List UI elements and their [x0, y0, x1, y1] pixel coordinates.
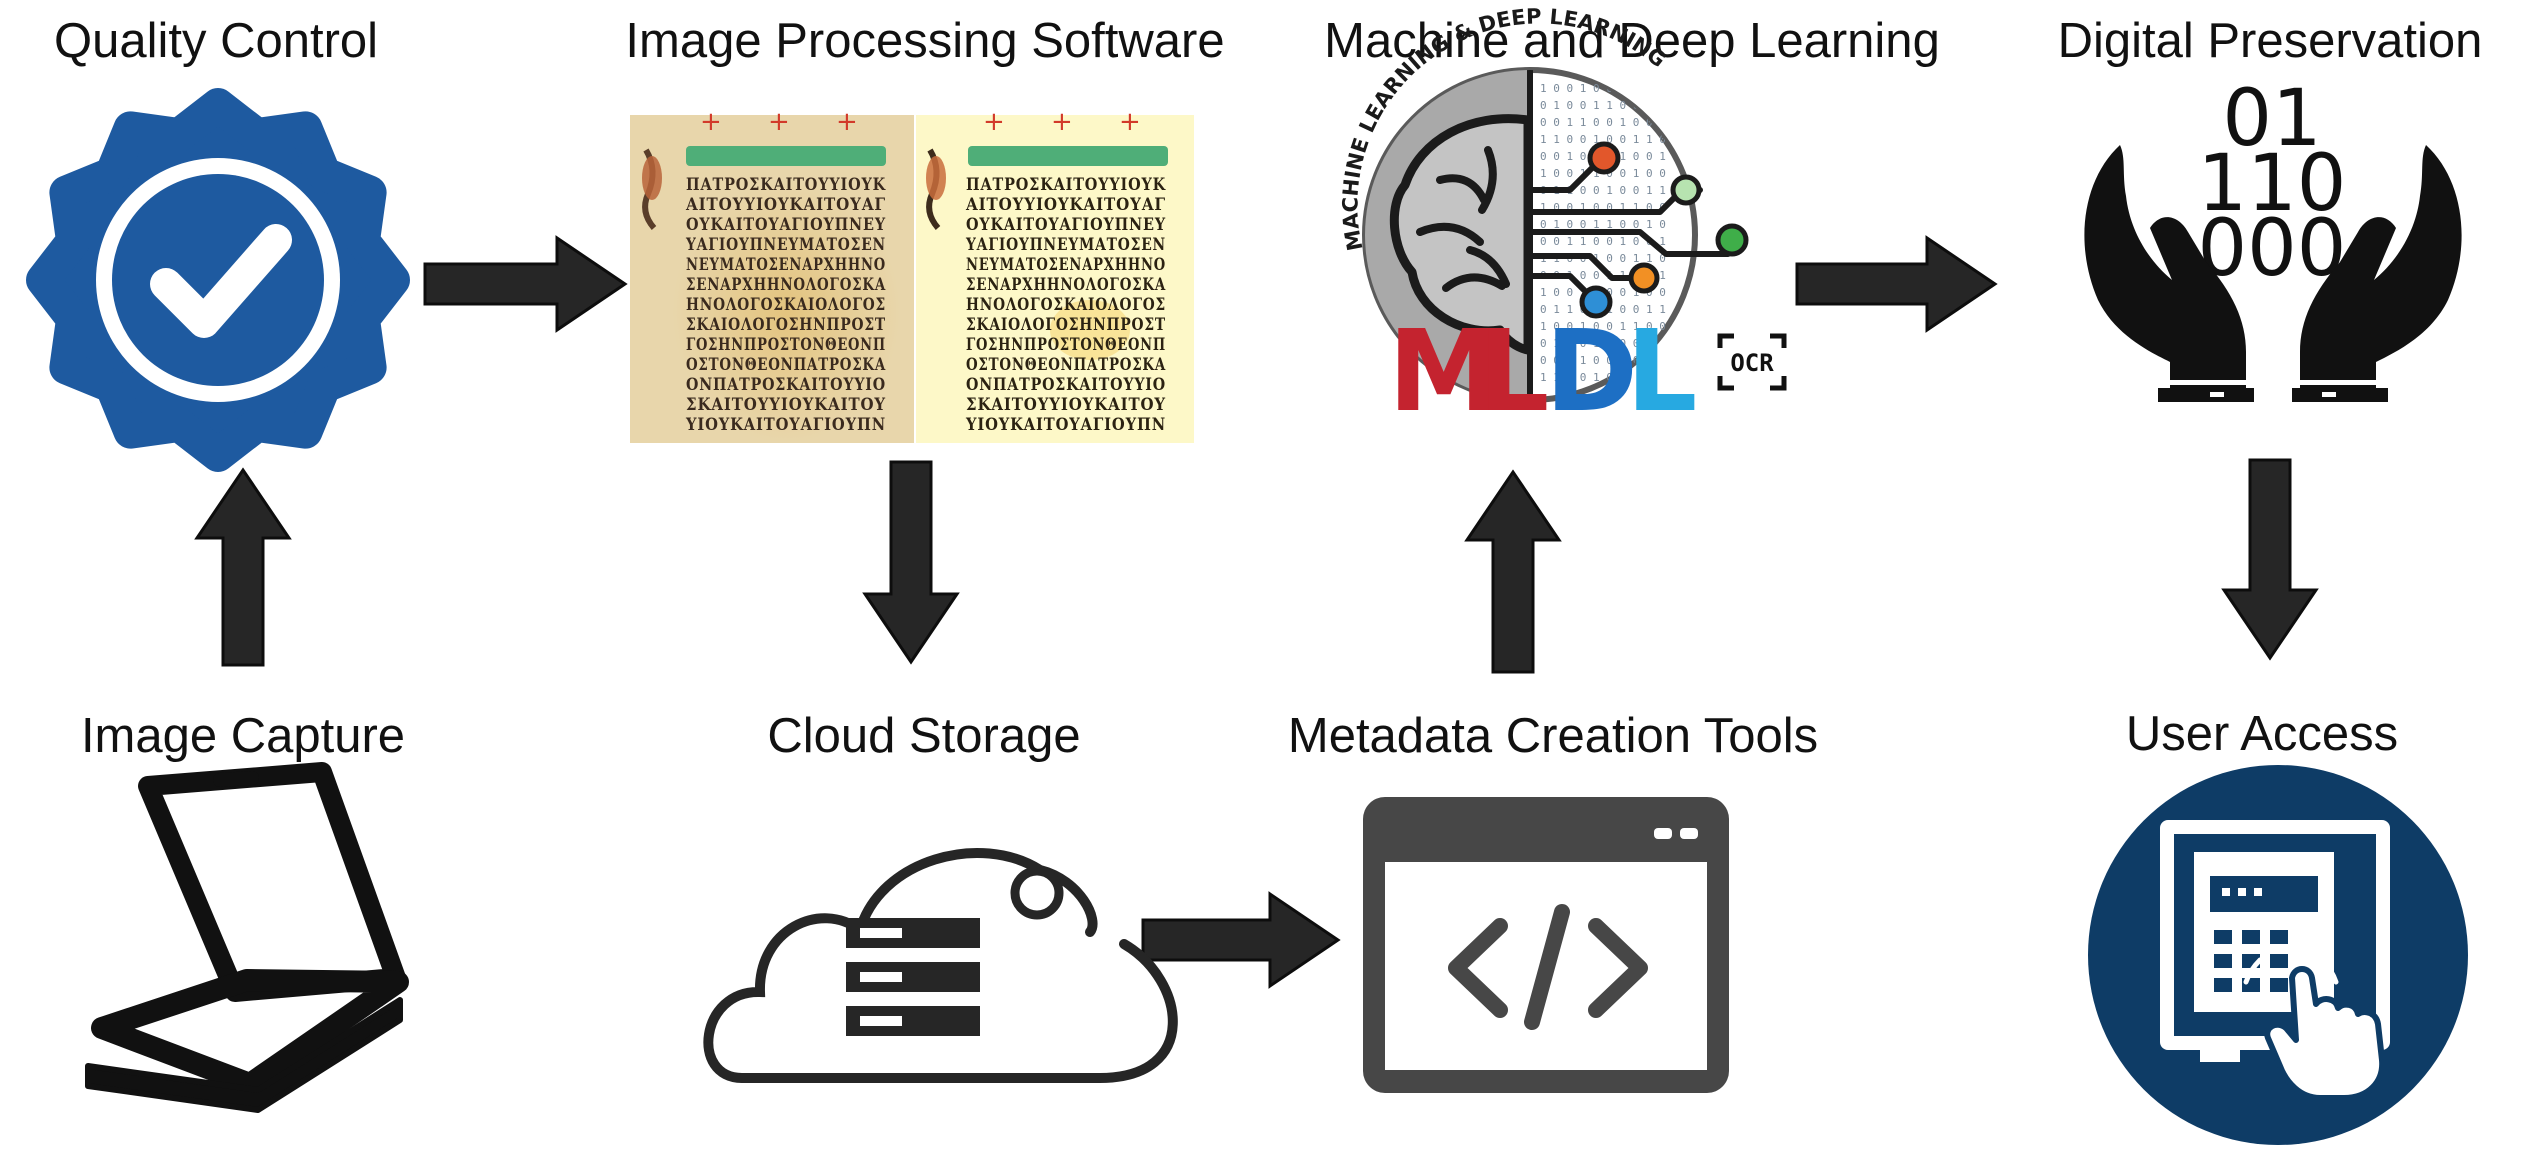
manuscript-line: ΓΟΣΗΝΠΡΟΣΤΟΝΘΕΟΝΠ	[686, 335, 886, 355]
metadata-tools-label: Metadata Creation Tools	[1288, 709, 1818, 763]
image-capture-label: Image Capture	[81, 709, 405, 763]
arrow-digital-preservation-to-user-access	[2221, 458, 2319, 661]
svg-text:+: +	[700, 107, 722, 137]
keypad-key	[2214, 978, 2232, 992]
flow-arrows	[194, 235, 2319, 989]
manuscript-line: ΠΑΤΡΟΣΚΑΙΤΟΥΥΙΟΥΚ	[686, 175, 886, 195]
manuscript-original-image: + + + ΠΑΤΡΟΣΚΑΙΤΟΥΥΙΟΥΚΑΙΤΟΥΥΙΟΥΚΑΙΤΟΥΑΓ…	[630, 107, 914, 443]
keypad-key	[2242, 930, 2260, 944]
manuscript-line: ΟΥΚΑΙΤΟΥΑΓΙΟΥΠΝΕΥ	[686, 215, 886, 235]
arrow-cloud-storage-to-metadata-tools	[1141, 891, 1341, 989]
manuscript-line: ΣΕΝΑΡΧΗΗΝΟΛΟΓΟΣΚΑ	[686, 275, 886, 295]
manuscript-line: ΥΙΟΥΚΑΙΤΟΥΑΓΙΟΥΠΝ	[965, 415, 1166, 435]
keypad-key	[2214, 930, 2232, 944]
arrow-metadata-tools-to-ml-dl	[1464, 469, 1562, 674]
keypad-key	[2270, 930, 2288, 944]
manuscript-line: ΥΑΓΙΟΥΠΝΕΥΜΑΤΟΣΕΝ	[685, 235, 886, 255]
manuscript-line: ΟΝΠΑΤΡΟΣΚΑΙΤΟΥΥΙΟ	[686, 375, 886, 395]
manuscript-line: ΣΚΑΙΤΟΥΥΙΟΥΚΑΙΤΟΥ	[686, 395, 886, 415]
arrow-quality-control-to-image-processing	[423, 235, 628, 333]
manuscript-line: ΠΑΤΡΟΣΚΑΙΤΟΥΥΙΟΥΚ	[966, 175, 1166, 195]
arrow-ml-dl-to-digital-preservation	[1795, 235, 1998, 333]
binary-row-1: 01	[2222, 74, 2321, 164]
manuscript-line: ΟΣΤΟΝΘΕΟΝΠΑΤΡΟΣΚΑ	[966, 355, 1166, 375]
svg-text:0 0 1 1 0 0 1 0 0 1: 0 0 1 1 0 0 1 0 0 1	[1540, 235, 1666, 248]
manuscript-line: ΗΝΟΛΟΓΟΣΚΑΙΟΛΟΓΟΣ	[966, 295, 1166, 315]
manuscript-line: ΓΟΣΗΝΠΡΟΣΤΟΝΘΕΟΝΠ	[966, 335, 1166, 355]
manuscript-line: ΝΕΥΜΑΤΟΣΕΝΑΡΧΗΗΝΟ	[686, 255, 886, 275]
cloud-storage-label: Cloud Storage	[767, 709, 1080, 763]
binary-row-3: 000	[2198, 204, 2347, 294]
mldl-logo-icon: 1 0 0 1 0 0 1 1 0 0 0 1 0 0 1 1 0 0 1 0 …	[1338, 4, 1787, 437]
manuscript-line: ΣΚΑΙΟΛΟΓΟΣΗΝΠΡΟΣΤ	[966, 315, 1166, 335]
quality-check-badge-icon	[26, 88, 410, 472]
mldl-letter-l1: L	[1478, 307, 1549, 437]
manuscript-line: ΟΥΚΑΙΤΟΥΑΓΙΟΥΠΝΕΥ	[966, 215, 1166, 235]
binary-row-2: 110	[2198, 139, 2347, 229]
digital-preservation-hands-icon: 01 110 000	[2084, 74, 2462, 402]
manuscript-line: ΥΙΟΥΚΑΙΤΟΥΑΓΙΟΥΠΝ	[685, 415, 886, 435]
image-processing-label: Image Processing Software	[625, 14, 1224, 68]
svg-text:0 1 0 0 1 1 0 0 1 0: 0 1 0 0 1 1 0 0 1 0	[1540, 337, 1666, 350]
manuscript-enhanced-image: + + + ΠΑΤΡΟΣΚΑΙΤΟΥΥΙΟΥΚΑΙΤΟΥΥΙΟΥΚΑΙΤΟΥΑΓ…	[916, 107, 1194, 443]
svg-text:+: +	[1051, 107, 1073, 137]
user-access-kiosk-icon	[2088, 765, 2468, 1145]
keypad-key	[2270, 954, 2288, 968]
manuscript-line: ΣΚΑΙΟΛΟΓΟΣΗΝΠΡΟΣΤ	[686, 315, 886, 335]
arrow-image-processing-to-cloud-storage	[862, 460, 960, 665]
quality-control-label: Quality Control	[54, 14, 378, 68]
manuscript-line: ΣΕΝΑΡΧΗΗΝΟΛΟΓΟΣΚΑ	[966, 275, 1166, 295]
digital-preservation-label: Digital Preservation	[2058, 14, 2483, 68]
flatbed-scanner-icon	[85, 762, 409, 1113]
manuscript-line: ΟΝΠΑΤΡΟΣΚΑΙΤΟΥΥΙΟ	[966, 375, 1166, 395]
ocr-scan-icon: OCR	[1717, 333, 1787, 391]
user-access-label: User Access	[2126, 707, 2398, 761]
manuscript-line: ΣΚΑΙΤΟΥΥΙΟΥΚΑΙΤΟΥ	[966, 395, 1166, 415]
manuscript-line: ΥΑΓΙΟΥΠΝΕΥΜΑΤΟΣΕΝ	[965, 235, 1166, 255]
svg-text:+: +	[836, 107, 858, 137]
mldl-letter-l2: L	[1626, 307, 1697, 437]
svg-text:0 0 1 1 0 0 1 0 0 1: 0 0 1 1 0 0 1 0 0 1	[1540, 116, 1666, 129]
mldl-letter-d: D	[1545, 307, 1638, 437]
keypad-key	[2214, 954, 2232, 968]
keypad-key	[2270, 978, 2288, 992]
mldl-letter-m: M	[1388, 307, 1499, 437]
svg-text:+: +	[983, 107, 1005, 137]
ml-dl-label: Machine and Deep Learning	[1324, 14, 1940, 68]
code-window-icon	[1363, 797, 1729, 1093]
manuscript-line: ΟΣΤΟΝΘΕΟΝΠΑΤΡΟΣΚΑ	[686, 355, 886, 375]
arrow-image-capture-to-quality-control	[194, 467, 292, 667]
manuscript-line: ΗΝΟΛΟΓΟΣΚΑΙΟΛΟΓΟΣ	[686, 295, 886, 315]
svg-text:+: +	[768, 107, 790, 137]
ocr-badge-text: OCR	[1730, 349, 1774, 377]
svg-text:+: +	[1119, 107, 1141, 137]
svg-text:0 1 0 0 1 1 0 0 1 0: 0 1 0 0 1 1 0 0 1 0	[1540, 99, 1666, 112]
svg-text:1 1 0 0 1 0 0 1 1 0: 1 1 0 0 1 0 0 1 1 0	[1540, 133, 1666, 146]
manuscript-line: ΑΙΤΟΥΥΙΟΥΚΑΙΤΟΥΑΓ	[965, 195, 1166, 215]
svg-text:1 0 0 1 0 0 1 1 0 0: 1 0 0 1 0 0 1 1 0 0	[1540, 320, 1666, 333]
manuscript-line: ΝΕΥΜΑΤΟΣΕΝΑΡΧΗΗΝΟ	[966, 255, 1166, 275]
manuscript-line: ΑΙΤΟΥΥΙΟΥΚΑΙΤΟΥΑΓ	[685, 195, 886, 215]
cloud-server-icon	[703, 847, 1178, 1083]
svg-text:0 1 0 0 1 1 0 0 1 0: 0 1 0 0 1 1 0 0 1 0	[1540, 218, 1666, 231]
